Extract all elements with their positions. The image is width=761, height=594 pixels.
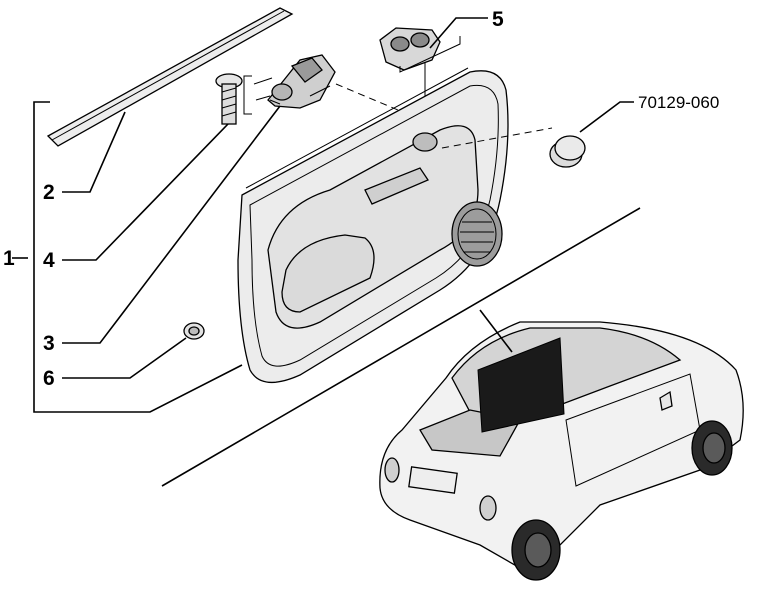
- handle-unit-part: [267, 54, 336, 109]
- screw-part: [215, 73, 243, 125]
- label-plug-code: 70129-060: [638, 93, 719, 112]
- label-1: 1: [3, 247, 15, 270]
- switch-bezel-part: [379, 27, 441, 71]
- label-2: 2: [43, 181, 55, 204]
- plug-part: [549, 135, 586, 168]
- callout-labels: 1 2 4 3 6 5 70129-060: [3, 8, 719, 390]
- label-3: 3: [43, 332, 55, 355]
- label-5: 5: [492, 8, 504, 31]
- leader-lines: [12, 17, 641, 487]
- door-trim-panel: [237, 67, 509, 383]
- label-6: 6: [43, 367, 55, 390]
- moulding-strip-part: [46, 7, 294, 147]
- clip-part: [183, 322, 205, 340]
- label-4: 4: [43, 249, 55, 272]
- car-illustration: [379, 321, 744, 581]
